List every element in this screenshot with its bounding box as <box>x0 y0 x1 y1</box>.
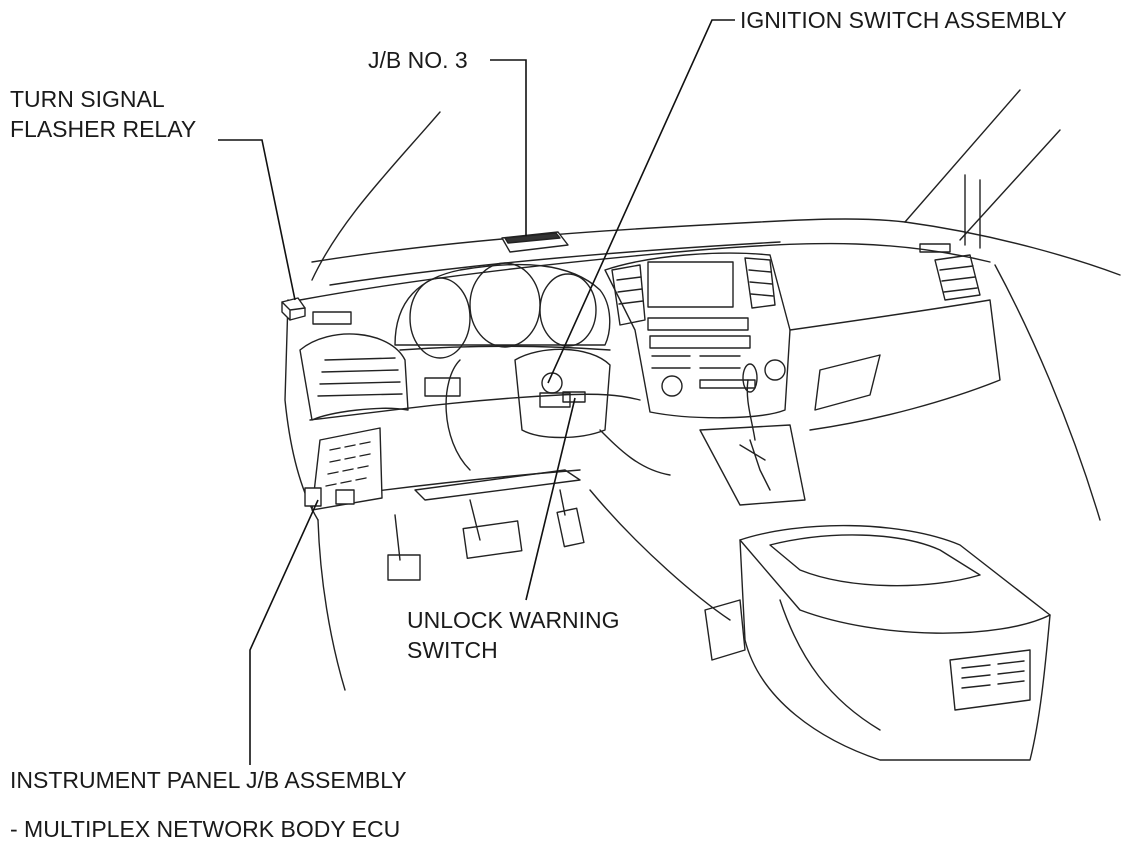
shift-gate <box>739 439 771 491</box>
audio-buttons <box>651 355 741 369</box>
flasher-relay-edge <box>281 301 306 321</box>
left-pedal-arm <box>394 514 401 561</box>
brake-pedal-arm <box>469 499 481 541</box>
left-stack-vent-slats <box>616 276 644 305</box>
label-turn-signal-line1: TURN SIGNAL <box>10 86 165 112</box>
console-lid <box>769 534 981 587</box>
console-rear-vent-frame <box>949 649 1031 711</box>
upper-left-vent <box>312 311 352 325</box>
left-vent-frame <box>299 333 409 421</box>
leader-jb-no3 <box>490 59 527 236</box>
leader-instrument-jb <box>249 499 319 765</box>
label-turn-signal-flasher-relay: TURN SIGNAL FLASHER RELAY <box>10 84 196 144</box>
label-unlock-line1: UNLOCK WARNING <box>407 607 620 633</box>
jb-no3-part-top <box>504 232 561 244</box>
right-knob <box>764 359 786 381</box>
shift-lever <box>746 379 756 441</box>
floor-left <box>317 519 346 691</box>
right-stack-vent <box>744 257 776 309</box>
ignition-body <box>539 392 571 408</box>
center-display <box>647 261 734 308</box>
floor-tunnel <box>589 489 731 621</box>
defrost-vent <box>919 243 951 253</box>
windshield-lower-edge <box>311 218 906 263</box>
instrument-jb-connector-2 <box>335 489 355 505</box>
cluster-hood <box>394 263 611 346</box>
label-unlock-line2: SWITCH <box>407 637 498 663</box>
console-rear-vent-slats <box>961 660 1025 689</box>
audio-panel-2 <box>649 335 751 349</box>
label-unlock-warning-switch: UNLOCK WARNING SWITCH <box>407 605 620 665</box>
gauge-right <box>539 273 597 347</box>
knee-panel <box>414 469 581 501</box>
right-vent <box>934 254 981 301</box>
right-door-lower <box>994 264 1101 521</box>
cluster-lower-trim <box>399 345 611 351</box>
left-pedal <box>387 554 421 581</box>
label-jb-no3: J/B NO. 3 <box>368 47 468 73</box>
instrument-jb-fuses <box>325 441 371 487</box>
column-lower <box>445 359 671 476</box>
right-door-pillar <box>964 174 981 249</box>
left-knob <box>661 375 683 397</box>
glove-box <box>814 354 881 411</box>
right-door-frame <box>904 221 1121 276</box>
accel-pedal <box>556 507 585 548</box>
dash-top-2 <box>329 241 781 286</box>
right-vent-slats <box>939 265 978 293</box>
label-ignition-switch-assembly: IGNITION SWITCH ASSEMBLY <box>740 7 1067 33</box>
right-dash-outline <box>789 299 1001 431</box>
leader-unlock <box>525 397 576 601</box>
audio-panel-1 <box>647 317 749 331</box>
cd-slot <box>699 379 756 389</box>
brake-pedal <box>462 520 523 560</box>
right-a-pillar-inner <box>959 129 1061 241</box>
instrument-jb-part <box>311 427 383 511</box>
leader-ignition <box>547 19 735 384</box>
small-left-block <box>424 377 461 397</box>
leader-turn-signal <box>218 139 296 301</box>
console-side-line <box>779 599 881 731</box>
left-vent-slats <box>317 357 403 397</box>
column-cover <box>514 348 611 439</box>
console-tray <box>704 599 746 661</box>
console-body <box>739 539 1051 761</box>
left-stack-vent <box>611 264 646 326</box>
label-instrument-panel-jb-assembly: INSTRUMENT PANEL J/B ASSEMBLY <box>10 767 407 793</box>
shift-knob <box>742 363 758 393</box>
right-stack-vent-slats <box>748 269 774 297</box>
label-turn-signal-line2: FLASHER RELAY <box>10 116 197 142</box>
label-multiplex-network-body-ecu: - MULTIPLEX NETWORK BODY ECU <box>10 816 401 842</box>
shift-console <box>699 424 806 506</box>
left-a-pillar <box>311 111 441 281</box>
right-a-pillar <box>904 89 1021 223</box>
left-dash-lower <box>309 393 641 421</box>
center-stack-outline <box>604 252 791 419</box>
dash-top <box>299 242 991 301</box>
gauge-left <box>409 277 471 359</box>
